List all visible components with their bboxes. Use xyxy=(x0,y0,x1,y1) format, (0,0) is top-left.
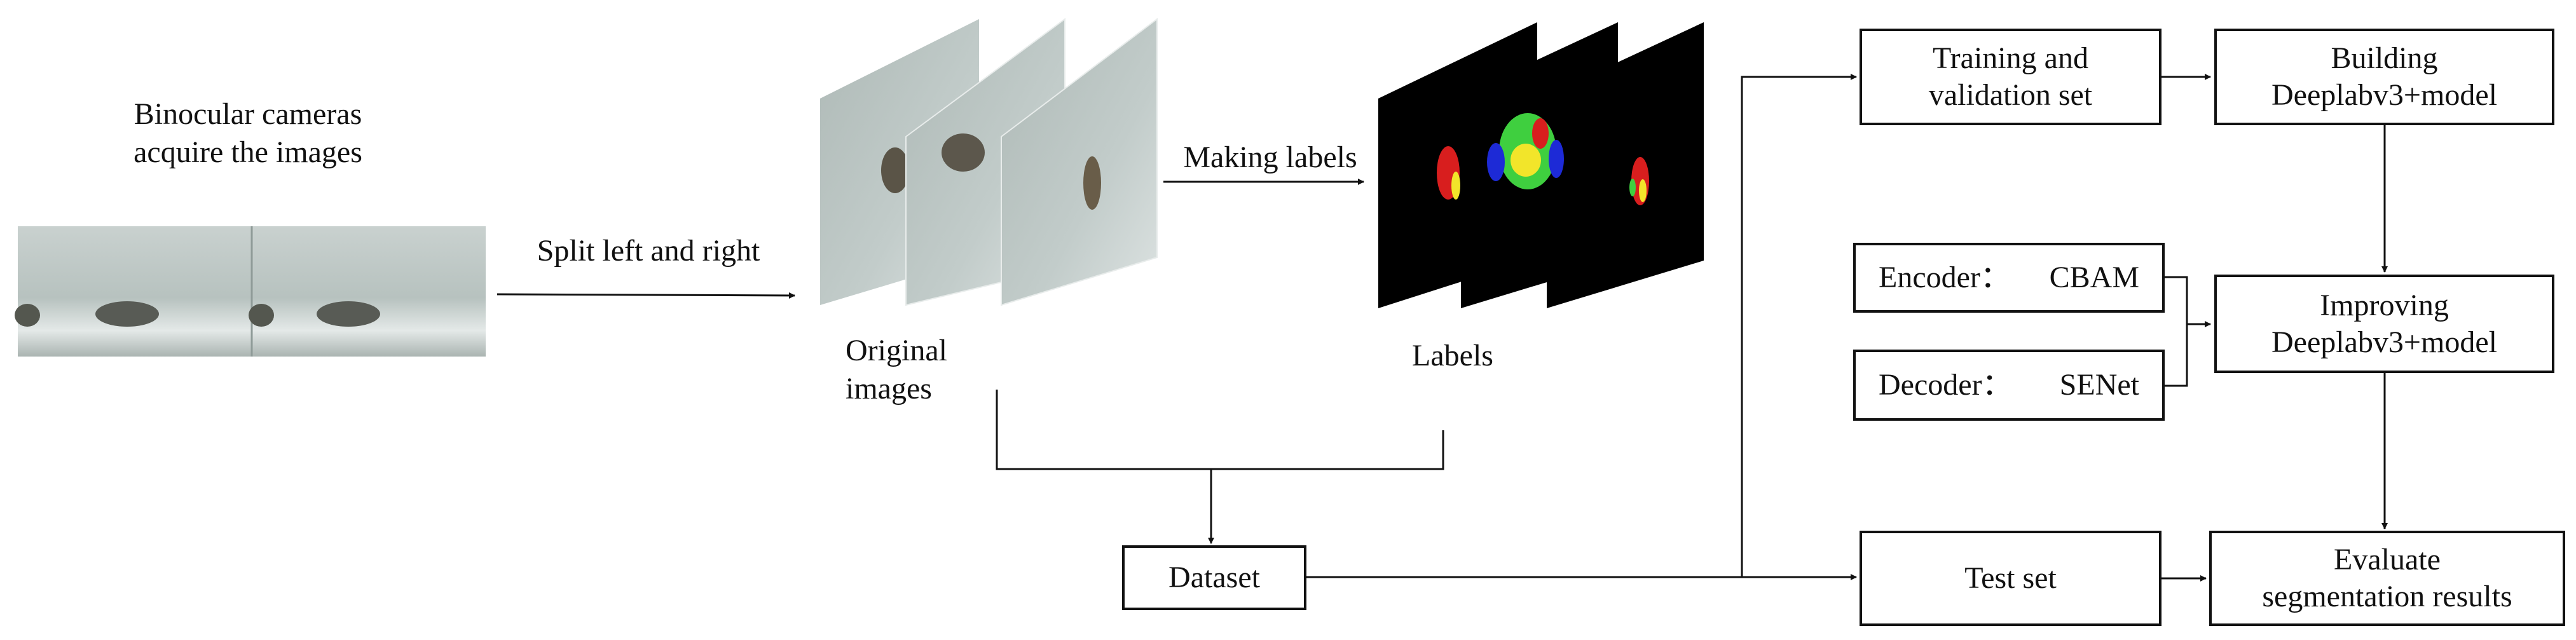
split-label: Split left and right xyxy=(537,234,760,268)
encoder-value: CBAM xyxy=(2049,261,2139,295)
binocular-caption: Binocular cameras acquire the images xyxy=(134,97,362,169)
decoder-key: Decoder： xyxy=(1879,368,2013,402)
test-set-box: Test set xyxy=(1860,531,2162,626)
dataset-box: Dataset xyxy=(1122,545,1306,610)
labels-caption: Labels xyxy=(1412,339,1493,372)
encoder-key: Encoder： xyxy=(1879,261,2011,295)
line-labels-to-dataset xyxy=(1211,430,1444,470)
evaluate-results-box: Evaluate segmentation results xyxy=(2209,531,2565,626)
decoder-value: SENet xyxy=(2059,368,2139,402)
arrow-to-training xyxy=(1741,74,1857,577)
encoder-box: Encoder： CBAM xyxy=(1853,243,2165,313)
original-images-stack xyxy=(820,17,1158,306)
label-images-stack xyxy=(1378,22,1704,308)
line-encoder xyxy=(2162,276,2188,324)
connectors xyxy=(497,74,2388,582)
arrow-split xyxy=(497,292,795,299)
building-model-box: Building Deeplabv3+model xyxy=(2214,29,2554,125)
line-originals-to-dataset xyxy=(996,390,1214,544)
decoder-box: Decoder： SENet xyxy=(1853,350,2165,421)
line-decoder xyxy=(2162,324,2188,387)
binocular-camera-photo xyxy=(15,226,486,357)
original-images-caption: Original images xyxy=(846,334,947,405)
making-labels-label: Making labels xyxy=(1183,140,1357,174)
training-validation-box: Training and validation set xyxy=(1860,29,2162,125)
improving-model-box: Improving Deeplabv3+model xyxy=(2214,275,2554,373)
